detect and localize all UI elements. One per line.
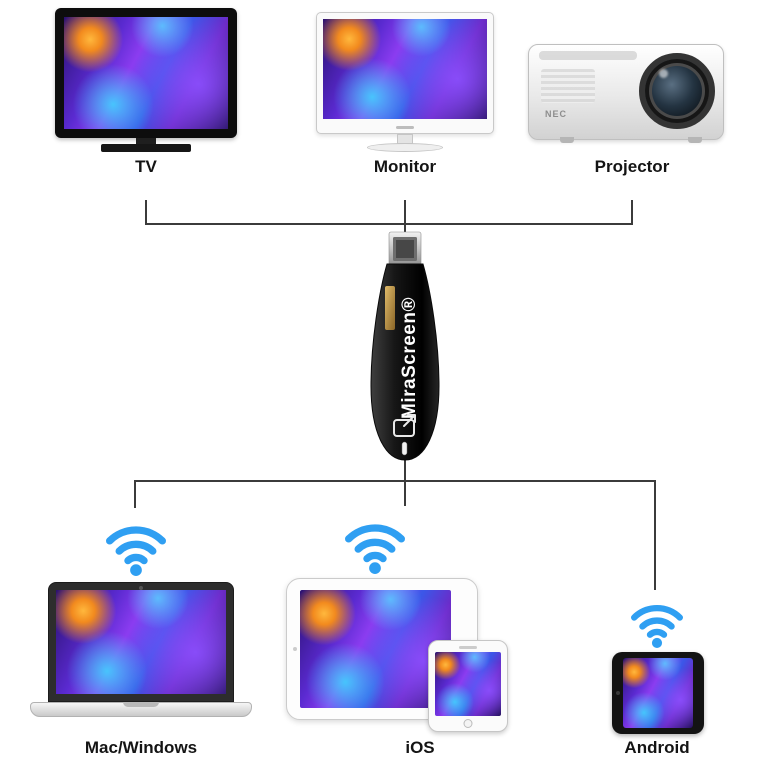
projector-lens <box>639 53 715 129</box>
share-icon <box>393 414 416 437</box>
tablet-camera <box>293 647 297 651</box>
android-device <box>612 652 704 734</box>
wifi-icon-android <box>631 605 683 648</box>
connector-stub-dongle-bottom <box>404 458 406 482</box>
monitor-device <box>316 12 494 134</box>
led-indicator <box>401 441 408 456</box>
projector-label: Projector <box>594 157 670 176</box>
mirascreen-dongle: MiraScreen® <box>370 231 440 461</box>
tv-label: TV <box>135 157 157 176</box>
monitor-screen <box>323 19 487 119</box>
connector-bracket-top <box>145 223 633 225</box>
iphone-screen <box>435 652 501 716</box>
android-camera <box>616 691 620 695</box>
tablet-screen <box>300 590 451 708</box>
laptop-lid-notch <box>123 702 159 707</box>
tv-stand-base <box>101 144 191 152</box>
wifi-icon-mac <box>106 526 166 576</box>
connector-line-projector <box>631 200 633 225</box>
projector-side-vent <box>541 69 595 103</box>
tv-screen <box>64 17 228 129</box>
laptop-device <box>48 582 234 702</box>
connector-bracket-bottom <box>134 480 656 482</box>
dongle-brand-text: MiraScreen® <box>399 297 420 419</box>
projector-top-vent <box>539 51 637 60</box>
connector-line-monitor <box>404 200 406 225</box>
monitor-logo <box>396 126 414 129</box>
projector-brand: NEC <box>545 109 568 119</box>
connector-stub-dongle-top <box>404 223 406 235</box>
monitor-label: Monitor <box>373 157 437 176</box>
mac-windows-label: Mac/Windows <box>84 738 198 757</box>
monitor-stand-base <box>367 143 443 152</box>
tv-device <box>55 8 237 138</box>
iphone-speaker <box>459 646 477 649</box>
hdmi-connector-icon <box>388 231 422 267</box>
wifi-icon-ios <box>345 524 406 574</box>
tv-stand-neck <box>136 138 156 144</box>
laptop-screen-art <box>56 590 226 694</box>
projector-foot-left <box>560 137 574 143</box>
iphone-home-button <box>463 719 473 728</box>
android-screen <box>623 658 693 728</box>
ios-label: iOS <box>405 738 435 757</box>
projector-device: NEC <box>528 44 724 140</box>
connector-line-tv <box>145 200 147 225</box>
connector-line-ios <box>404 480 406 506</box>
connector-line-android <box>654 480 656 590</box>
powered-by-strip <box>385 286 395 330</box>
iphone-device <box>428 640 508 732</box>
android-label: Android <box>624 738 690 757</box>
laptop-camera <box>139 586 143 590</box>
connector-line-mac <box>134 480 136 508</box>
projector-foot-right <box>688 137 702 143</box>
